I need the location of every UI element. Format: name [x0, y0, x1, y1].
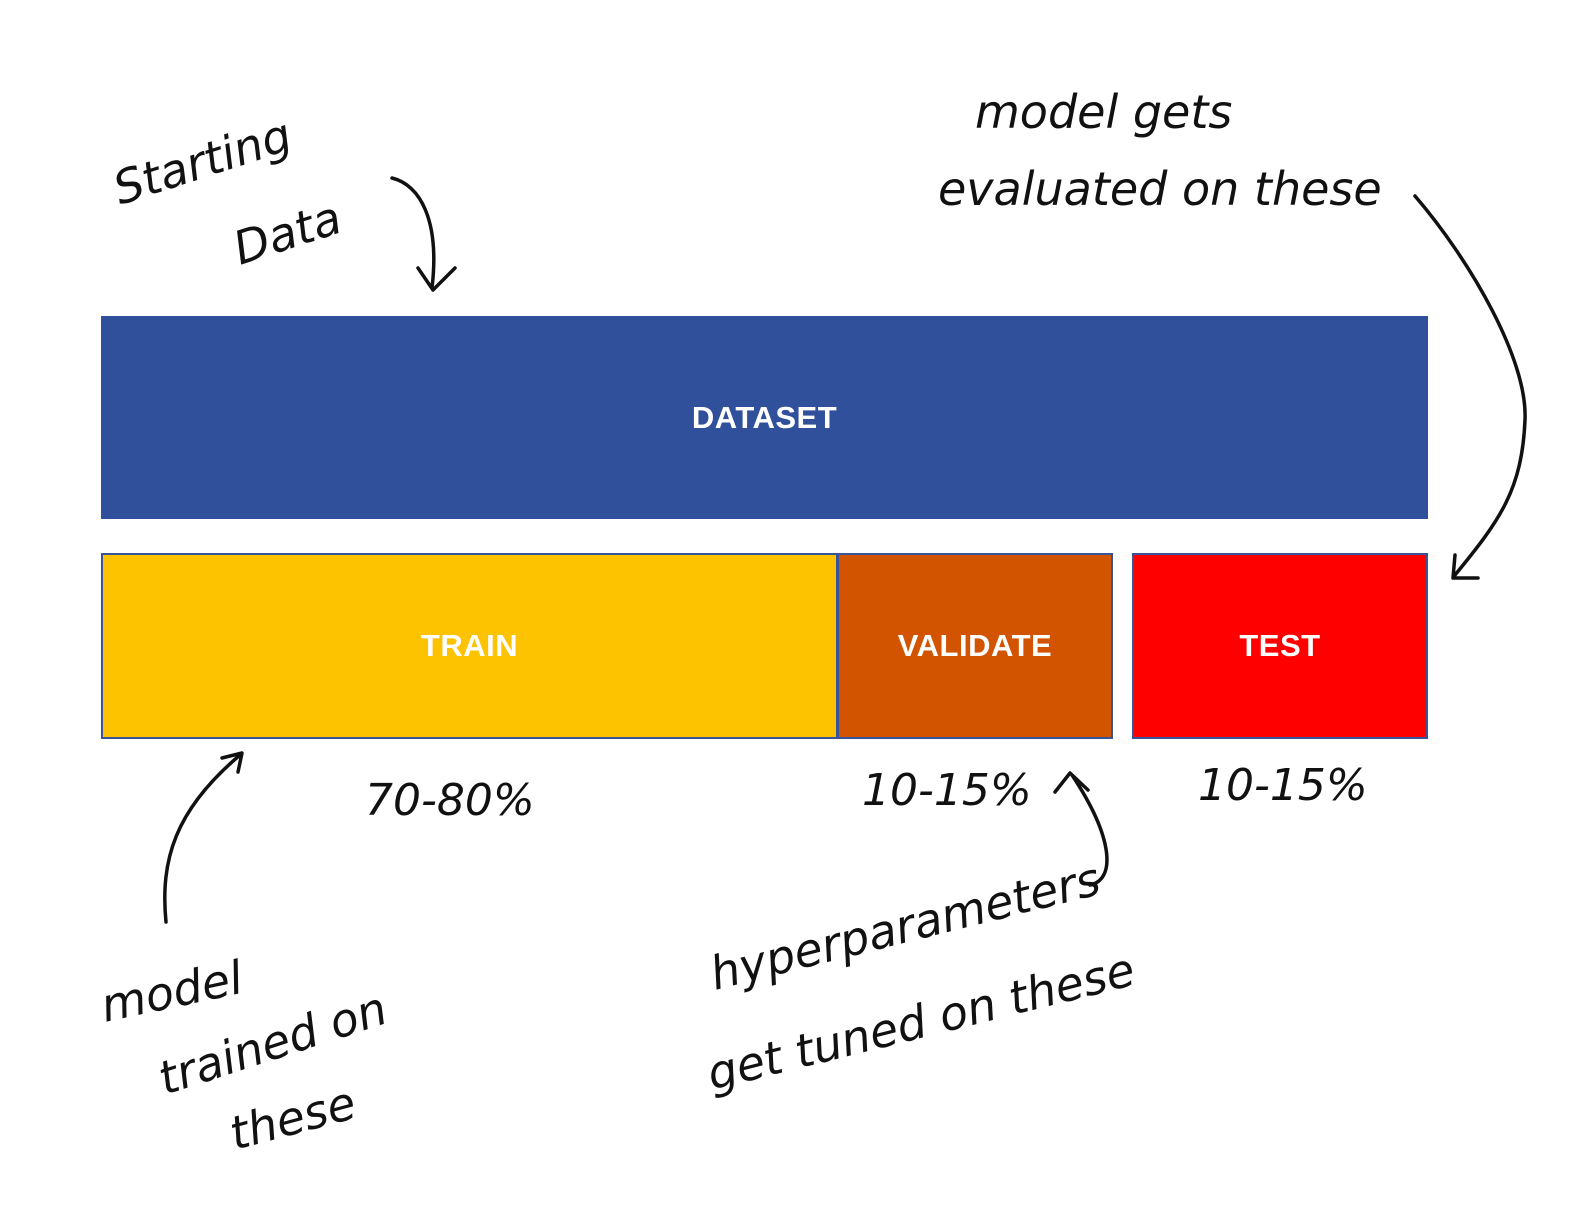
model-evaluated-line2: evaluated on these — [938, 162, 1382, 216]
dataset-box: DATASET — [101, 316, 1428, 519]
starting-data-arrow — [390, 176, 457, 292]
model-trained-line1: model — [96, 950, 248, 1033]
validate-percent: 10-15% — [862, 765, 1032, 816]
model-trained-line2: trained on — [152, 981, 394, 1105]
train-label: TRAIN — [420, 628, 519, 663]
validate-label: VALIDATE — [897, 628, 1053, 663]
validate-box: VALIDATE — [837, 553, 1113, 739]
starting-data-line2: Data — [227, 190, 348, 275]
hyperparameters-arrow — [1053, 771, 1109, 887]
starting-data-line1: Starting — [107, 107, 298, 215]
model-evaluated-line1: model gets — [975, 85, 1232, 139]
dataset-label: DATASET — [691, 399, 838, 435]
train-percent: 70-80% — [365, 775, 535, 826]
model-evaluated-arrow — [1413, 194, 1527, 580]
test-label: TEST — [1239, 628, 1321, 663]
test-box: TEST — [1132, 553, 1428, 739]
hyperparameters-line2: get tuned on these — [702, 942, 1140, 1100]
model-trained-arrow — [163, 751, 244, 924]
model-trained-line3: these — [224, 1075, 361, 1160]
train-box: TRAIN — [101, 553, 838, 739]
hyperparameters-line1: hyperparameters — [705, 852, 1106, 1001]
test-percent: 10-15% — [1198, 760, 1368, 811]
